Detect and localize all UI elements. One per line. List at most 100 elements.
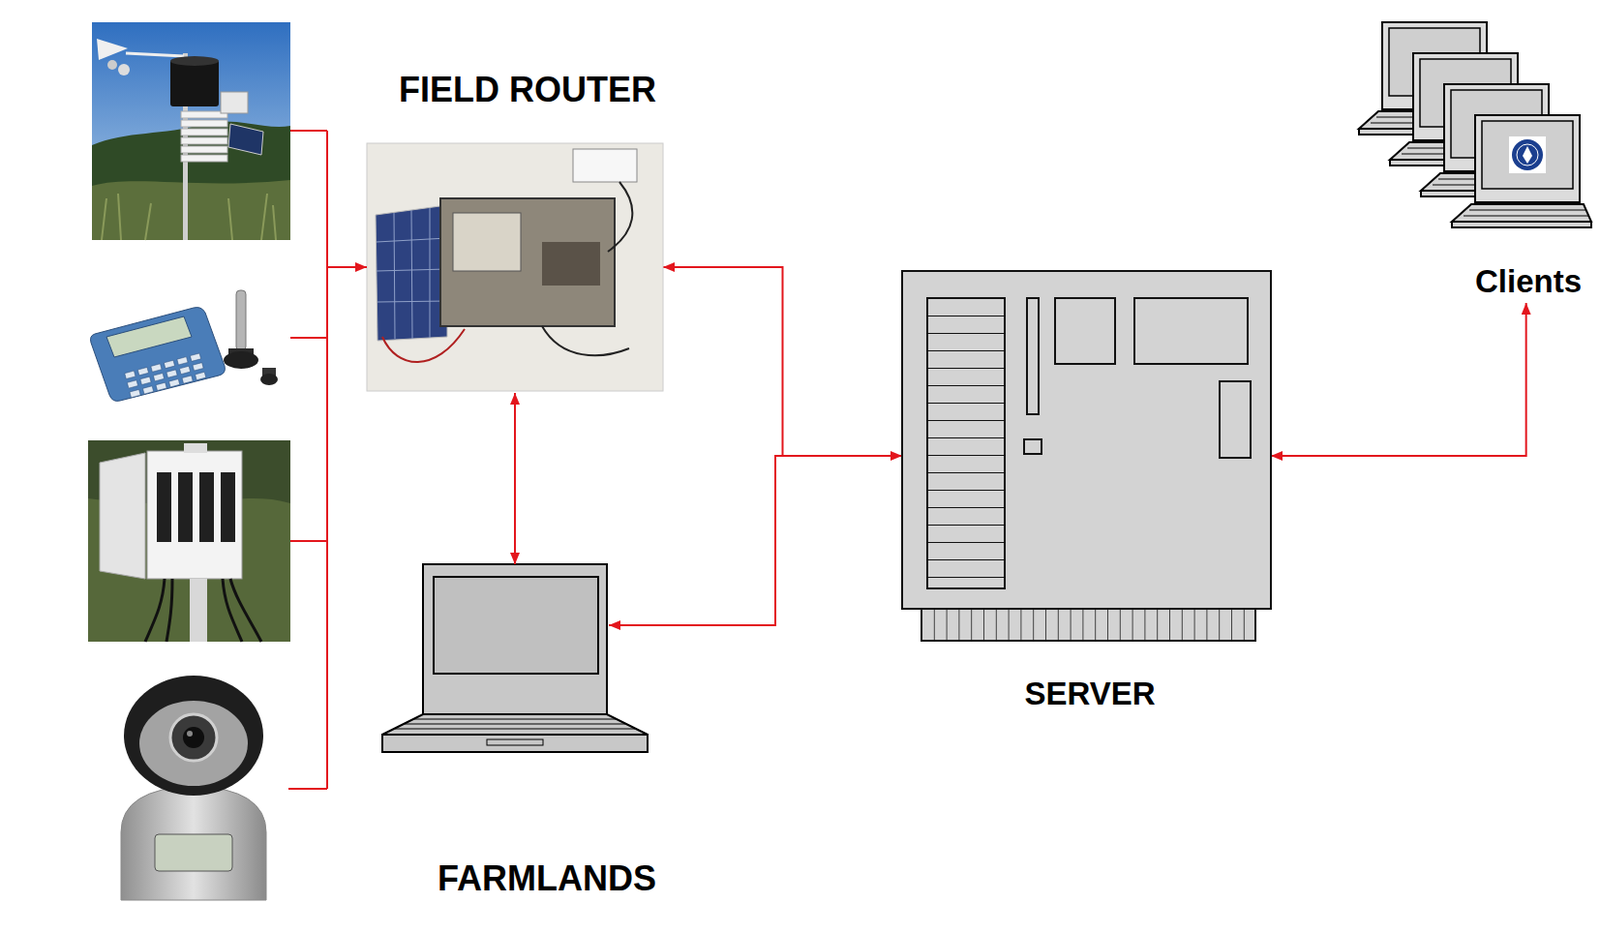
field-router-photo-part xyxy=(375,205,448,341)
handheld-meter-photo-part-part xyxy=(126,380,138,389)
handheld-meter-photo-part-part xyxy=(155,382,167,391)
node-heading: FIELD ROUTER xyxy=(398,69,657,110)
handheld-meter-photo-part xyxy=(223,351,259,369)
webcam-photo-part xyxy=(186,730,193,737)
laptop-drawing-part xyxy=(382,734,648,753)
handheld-meter-photo-part-part xyxy=(169,379,181,388)
weather-station-photo-part xyxy=(91,22,291,241)
field-router-photo-part xyxy=(573,149,637,182)
weather-station-photo-part xyxy=(125,53,184,57)
panel-fill xyxy=(10,4,710,933)
server-drawing-part xyxy=(927,298,1005,589)
weather-station-photo-part xyxy=(91,121,291,241)
webcam-photo-part xyxy=(154,834,233,872)
webcam-photo-part xyxy=(102,672,289,906)
laptop-drawing-part xyxy=(486,739,544,746)
client-computers-part xyxy=(1509,136,1546,174)
handheld-meter-photo-part xyxy=(88,266,291,410)
webcam-photo xyxy=(102,672,289,906)
handheld-meter-photo-part-part xyxy=(152,373,164,382)
handheld-meter-photo-part-part xyxy=(124,370,136,379)
server-drawing-part xyxy=(927,298,1005,589)
label-holder: Clients xyxy=(1475,263,1582,301)
connector-line xyxy=(1270,302,1527,456)
weather-station-photo-part xyxy=(91,180,291,241)
handheld-meter-photo xyxy=(88,266,291,410)
server-drawing-part xyxy=(1024,439,1042,454)
data-logger-photo-part xyxy=(156,472,172,543)
weather-station-photo-part xyxy=(228,123,264,155)
handheld-meter-photo-part-part xyxy=(150,363,162,372)
handheld-meter-photo-part-part xyxy=(192,362,204,371)
weather-station-photo-part xyxy=(181,120,228,127)
client-computers-part xyxy=(1451,115,1592,228)
handheld-meter-photo-part-part xyxy=(189,353,201,362)
field-wires xyxy=(288,130,784,789)
label-holder: FIELD ROUTER xyxy=(398,69,657,110)
weather-station-photo-part xyxy=(96,38,128,61)
handheld-meter-photo-part-part xyxy=(195,371,207,380)
laptop-drawing xyxy=(382,564,648,753)
client-computers-part xyxy=(1511,139,1543,171)
handheld-meter-photo-part-part xyxy=(163,360,175,368)
weather-station-photo-part xyxy=(170,60,219,107)
weather-station-photo-part xyxy=(220,91,248,114)
laptop-drawing-part xyxy=(394,728,635,730)
handheld-meter-photo-part-part xyxy=(179,365,190,374)
node-heading: FARMLANDS xyxy=(437,858,657,899)
handheld-meter-photo-part-part xyxy=(142,386,153,394)
field-wires-part xyxy=(513,392,516,565)
node-heading: Clients xyxy=(1475,263,1582,301)
handheld-meter-photo-part xyxy=(236,290,246,351)
data-logger-photo-part xyxy=(189,578,208,642)
field-router-photo-part xyxy=(542,241,601,286)
divider-line xyxy=(10,380,710,382)
handheld-meter-photo-part-part xyxy=(166,369,178,378)
server-drawing xyxy=(902,271,1271,641)
weather-station-photo xyxy=(91,22,291,241)
weather-station-photo-part xyxy=(170,56,219,66)
field-router: FIELD ROUTER xyxy=(366,143,664,392)
weather-station-photo-part xyxy=(101,193,276,241)
server: SERVER xyxy=(902,271,1271,641)
field-router-photo-part xyxy=(382,329,465,363)
field-router-photo-part xyxy=(607,181,633,252)
handheld-meter-photo-part-part xyxy=(137,366,149,375)
server-drawing-part xyxy=(921,608,1256,641)
server-drawing-part xyxy=(1055,298,1116,364)
weather-station-photo-part xyxy=(181,146,228,153)
laptop-drawing-part xyxy=(404,724,626,725)
weather-station-photo-part xyxy=(107,60,118,70)
connector-line xyxy=(663,267,903,456)
handheld-meter-photo-part-part xyxy=(177,357,188,365)
handheld-meter-photo-part xyxy=(124,353,207,398)
weather-station-photo-part xyxy=(181,154,228,162)
server-drawing-part xyxy=(1134,298,1248,364)
field-wires-part xyxy=(288,130,328,789)
data-logger-photo-part xyxy=(147,451,242,579)
client-computers-part xyxy=(1522,146,1533,164)
handheld-meter-photo-part-part xyxy=(140,376,151,385)
server-drawing-part xyxy=(1026,298,1039,415)
label-holder: FARMLANDS xyxy=(437,858,657,899)
client-computers xyxy=(1358,22,1592,228)
data-logger-photo-part xyxy=(88,440,291,642)
webcam-photo-part xyxy=(170,714,217,761)
handheld-meter-photo-part xyxy=(90,307,226,402)
field-router-photo-part xyxy=(542,326,630,356)
weather-station-photo-part xyxy=(181,128,228,136)
data-logger-photo-part xyxy=(99,452,146,579)
data-logger-photo-part xyxy=(145,578,262,642)
field-router-photo-part xyxy=(440,198,615,327)
server-drawing-part xyxy=(921,608,1256,641)
field-router-photo-part xyxy=(376,208,448,339)
client-group: Clients xyxy=(1357,20,1596,303)
label-holder: SERVER xyxy=(1024,675,1155,713)
node-heading: SERVER xyxy=(1024,675,1155,713)
laptop-drawing-part xyxy=(433,576,599,674)
farmland-panel: FARMLANDS FIELD ROUTER xyxy=(10,4,710,933)
handheld-meter-photo-part-part xyxy=(181,375,193,384)
